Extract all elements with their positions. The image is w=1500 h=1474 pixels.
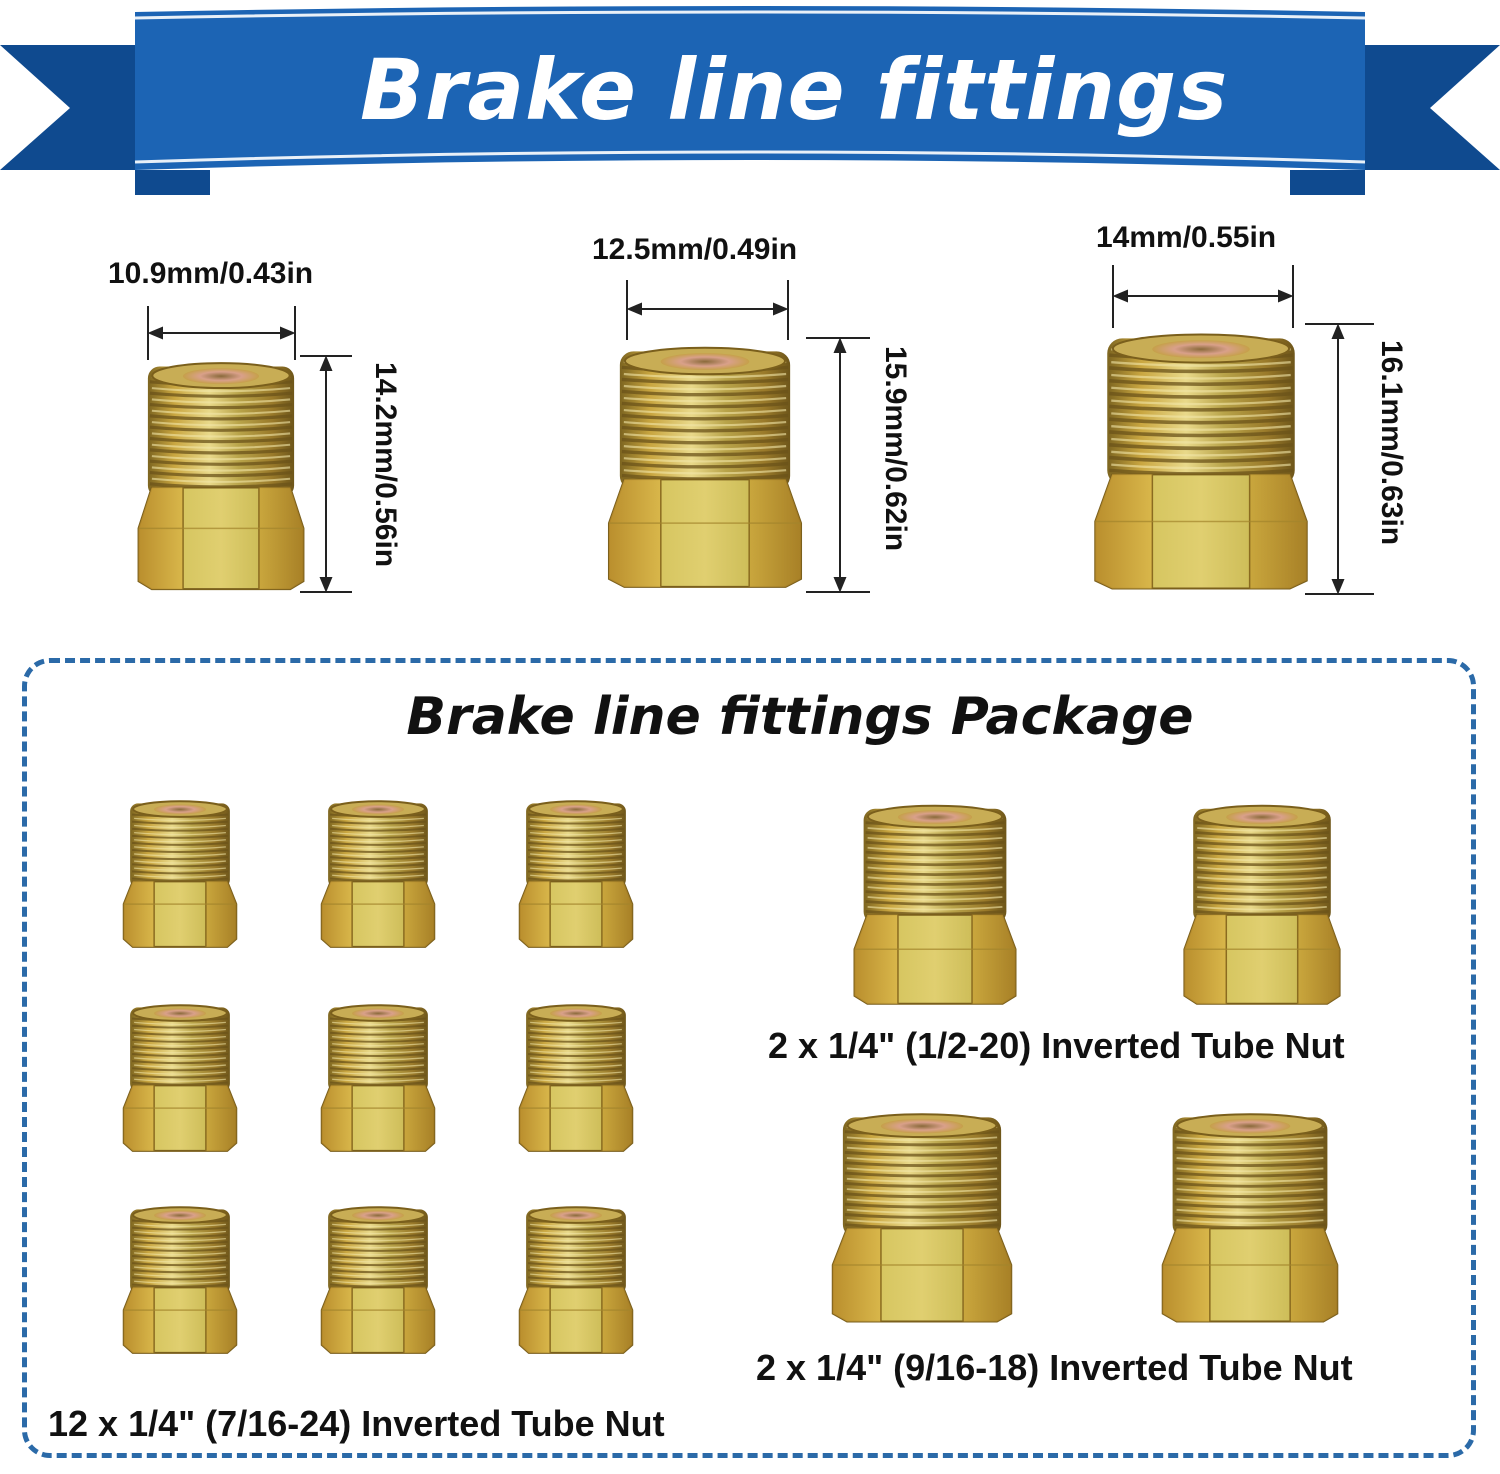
package-fitting-small-6 bbox=[518, 998, 634, 1154]
package-fitting-small-3 bbox=[518, 794, 634, 950]
caption-9-16-18: 2 x 1/4" (9/16-18) Inverted Tube Nut bbox=[756, 1347, 1353, 1388]
package-box bbox=[22, 658, 1476, 1458]
package-fitting-small-4 bbox=[122, 998, 238, 1154]
package-fitting-small-2 bbox=[320, 794, 436, 950]
page-title: Brake line fittings bbox=[360, 41, 1229, 139]
package-fitting-large-2 bbox=[1160, 1104, 1340, 1326]
fitting-2-width-label: 12.5mm/0.49in bbox=[592, 233, 798, 266]
fitting-3-width-label: 14mm/0.55in bbox=[1096, 221, 1277, 254]
package-fitting-small-5 bbox=[320, 998, 436, 1154]
package-title: Brake line fittings Package bbox=[406, 687, 1194, 747]
fitting-1-width-label: 10.9mm/0.43in bbox=[108, 257, 314, 290]
package-fitting-small-7 bbox=[122, 1200, 238, 1356]
package-fitting-small-8 bbox=[320, 1200, 436, 1356]
package-fitting-small-1 bbox=[122, 794, 238, 950]
package-fitting-small-9 bbox=[518, 1200, 634, 1356]
fitting-1-height-label: 14.2mm/0.56in bbox=[369, 362, 402, 568]
package-fitting-medium-1 bbox=[852, 796, 1018, 1008]
caption-1-2-20: 2 x 1/4" (1/2-20) Inverted Tube Nut bbox=[768, 1025, 1345, 1066]
size-fitting-1 bbox=[136, 352, 306, 594]
title-banner bbox=[0, 6, 1500, 195]
size-fitting-3 bbox=[1092, 322, 1310, 594]
dimension-lines bbox=[147, 265, 1374, 595]
package-fitting-large-1 bbox=[830, 1104, 1014, 1326]
fitting-3-height-label: 16.1mm/0.63in bbox=[1375, 340, 1408, 546]
fitting-2-height-label: 15.9mm/0.62in bbox=[879, 346, 912, 552]
caption-7-16-24: 12 x 1/4" (7/16-24) Inverted Tube Nut bbox=[48, 1403, 665, 1444]
size-fitting-2 bbox=[606, 336, 804, 592]
package-fitting-medium-2 bbox=[1182, 796, 1342, 1008]
